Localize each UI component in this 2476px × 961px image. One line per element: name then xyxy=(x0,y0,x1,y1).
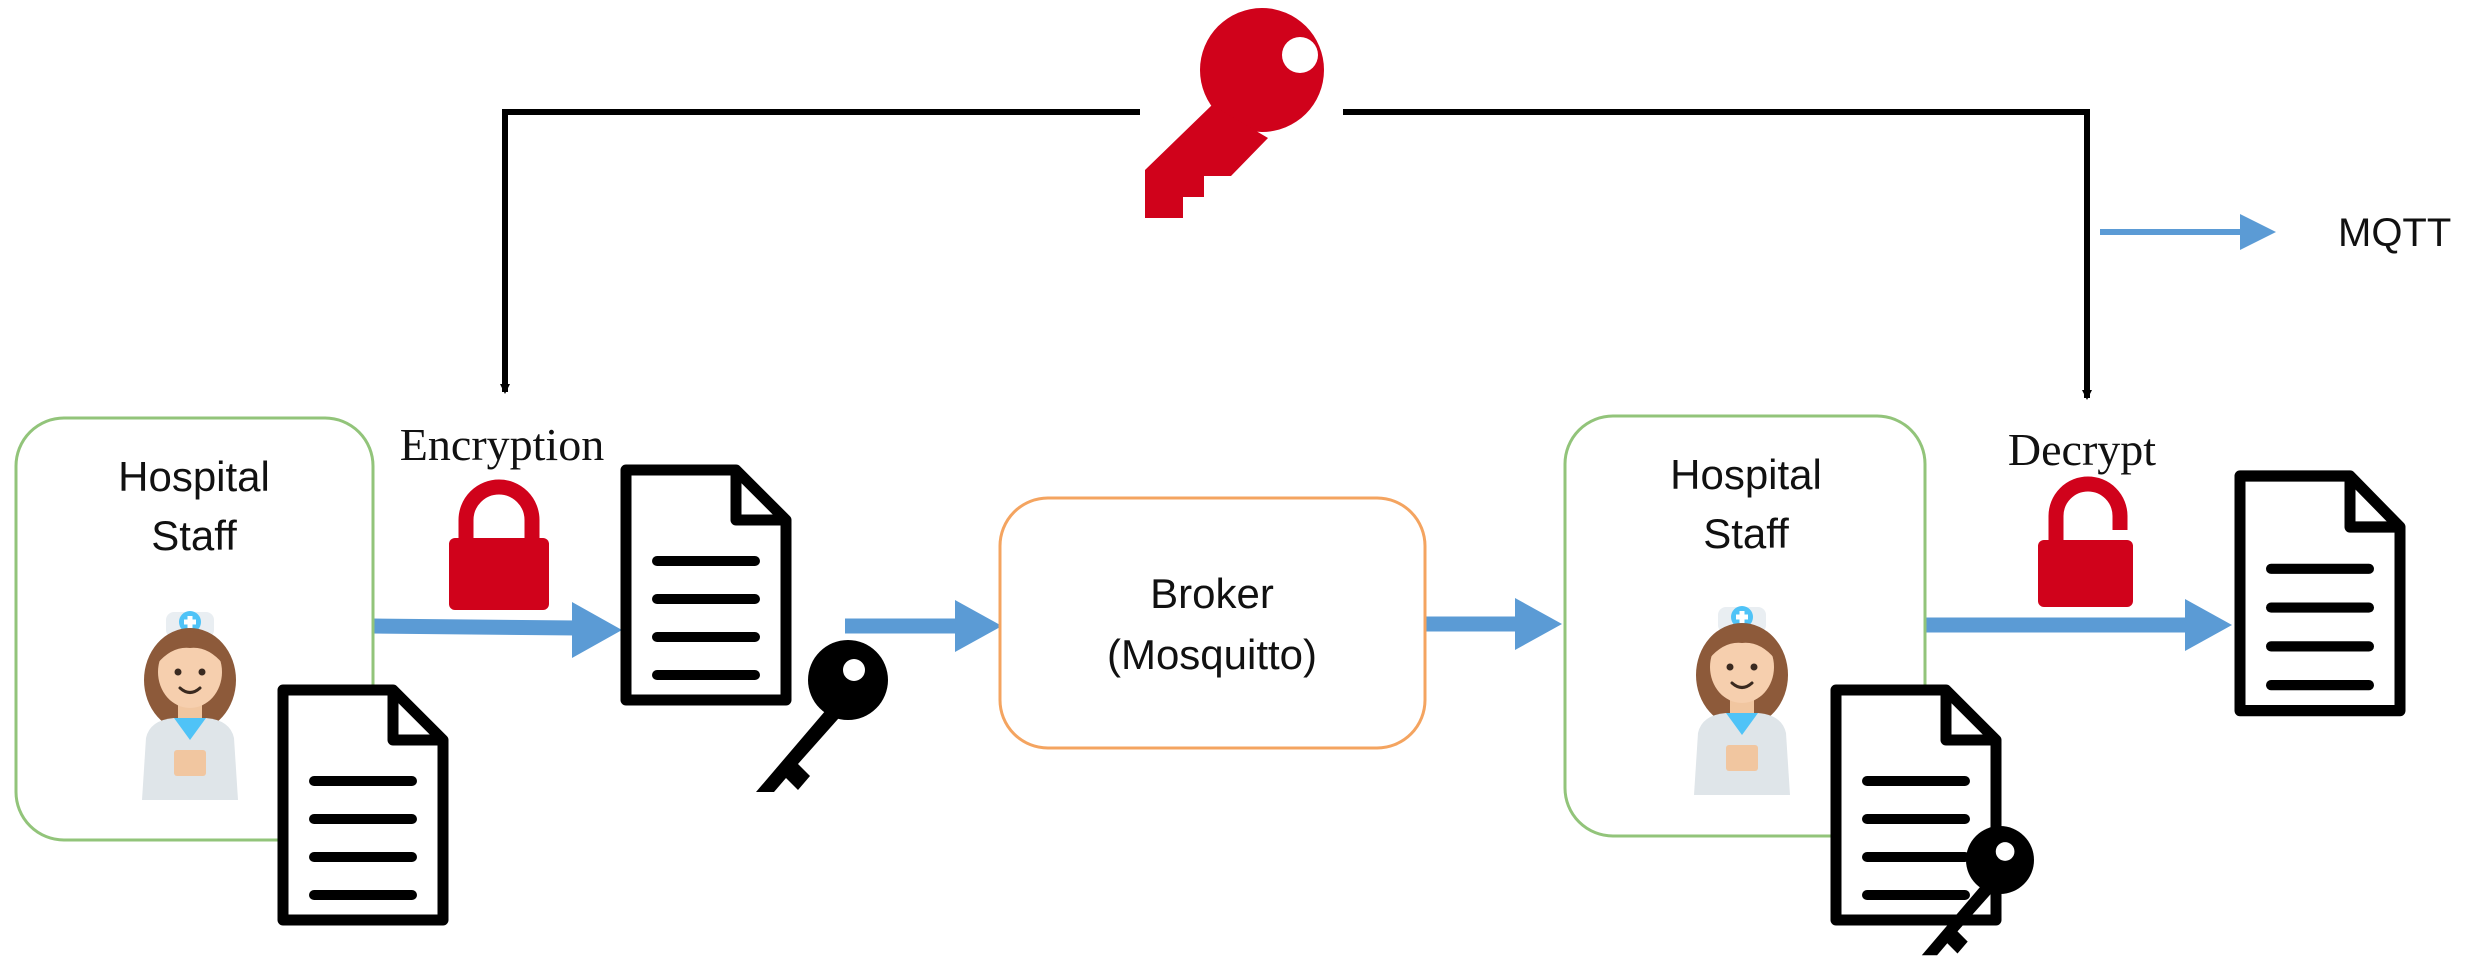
receiver-label-line1: Hospital xyxy=(1670,451,1822,498)
encryption-label: Encryption xyxy=(400,419,604,470)
receiver-label-line2: Staff xyxy=(1703,510,1789,557)
sender-label-line1: Hospital xyxy=(118,453,270,500)
broker-label-line2: (Mosquitto) xyxy=(1107,631,1317,678)
mqtt-flow-arrows xyxy=(372,598,2232,658)
legend-arrowhead xyxy=(2240,214,2276,250)
key-distribution-line-left xyxy=(500,109,1140,394)
decrypt-label: Decrypt xyxy=(2008,424,2156,475)
broker-label-line1: Broker xyxy=(1150,570,1274,617)
unlock-icon xyxy=(2038,476,2133,607)
document-icon xyxy=(2240,476,2400,711)
document-icon xyxy=(283,690,443,920)
legend: MQTT xyxy=(2100,211,2451,255)
lock-icon xyxy=(449,479,549,610)
key-icon xyxy=(1145,8,1324,218)
broker-box xyxy=(998,496,1427,750)
document-with-key-icon xyxy=(1836,690,2034,956)
legend-label: MQTT xyxy=(2338,211,2451,255)
key-distribution-line-right xyxy=(1343,109,2092,400)
sender-label-line2: Staff xyxy=(151,512,237,559)
